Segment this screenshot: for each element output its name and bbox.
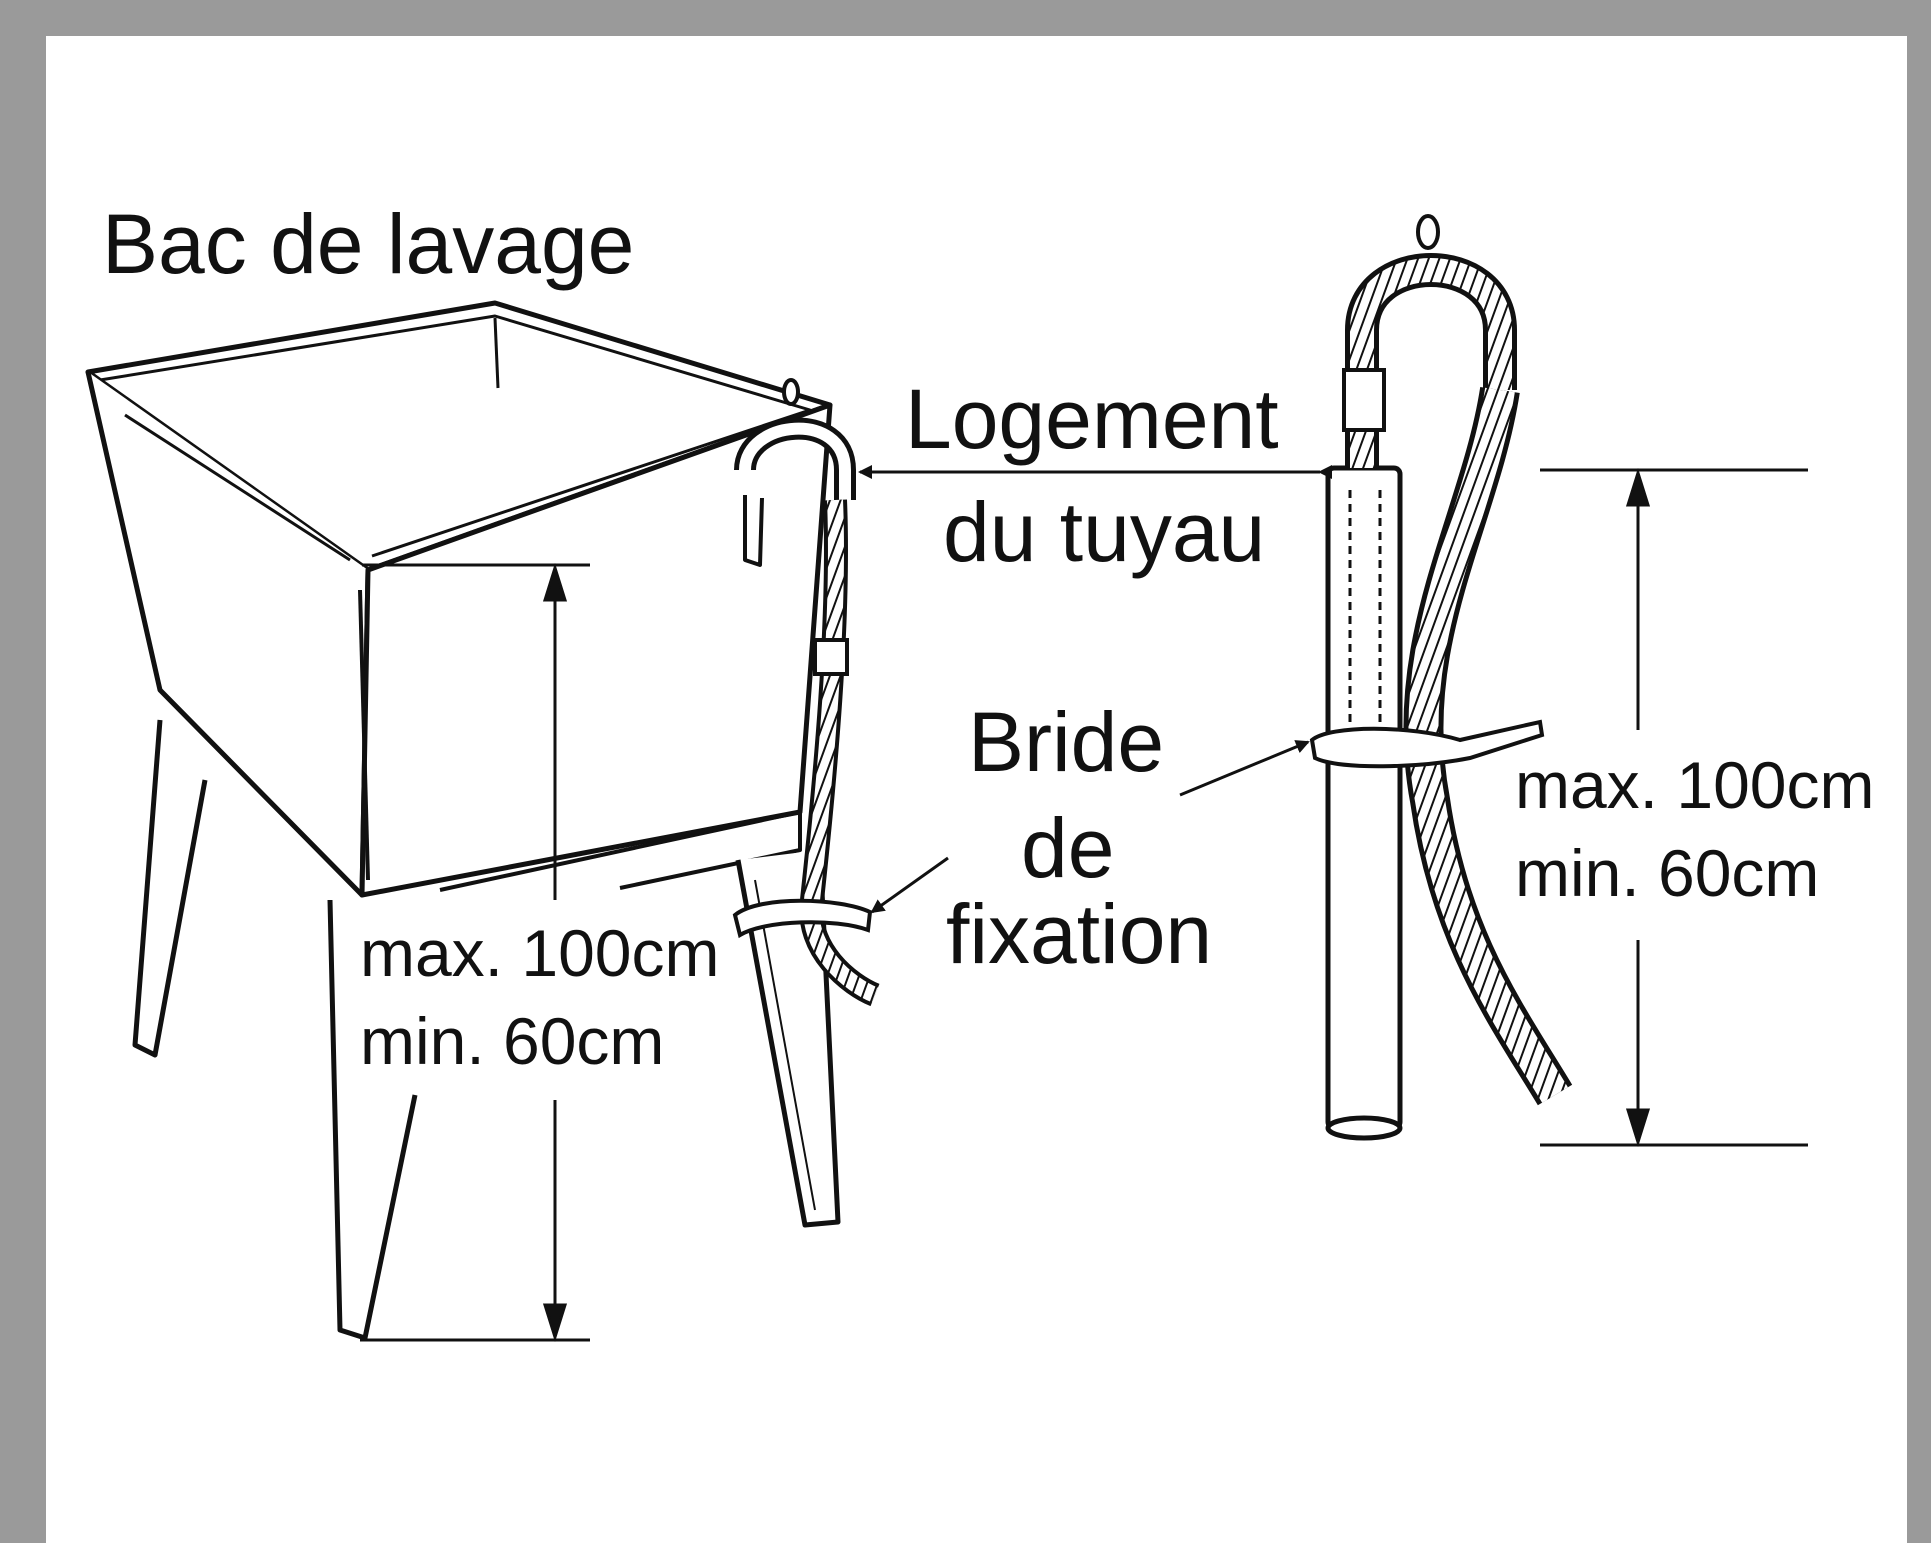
tub-label: Bac de lavage bbox=[102, 197, 635, 291]
dimension-arrow-icon bbox=[360, 467, 1808, 1343]
standpipe-icon bbox=[1325, 465, 1403, 1141]
hose-hook-icon bbox=[1342, 214, 1573, 1106]
left-max-height-label: max. 100cm bbox=[360, 916, 720, 990]
washing-tub-icon bbox=[85, 300, 856, 1341]
clamp-label-line2: de bbox=[1021, 801, 1115, 895]
left-min-height-label: min. 60cm bbox=[360, 1004, 665, 1078]
right-max-height-label: max. 100cm bbox=[1515, 748, 1875, 822]
cable-tie-icon bbox=[732, 898, 873, 939]
left-drain-hose bbox=[799, 499, 880, 1007]
cable-tie-icon bbox=[1309, 719, 1545, 769]
hose-housing-label-line1: Logement bbox=[905, 372, 1279, 466]
clamp-label-line3: fixation bbox=[946, 887, 1213, 981]
clamp-label-line1: Bride bbox=[968, 695, 1165, 789]
right-min-height-label: min. 60cm bbox=[1515, 836, 1820, 910]
hose-housing-label-line2: du tuyau bbox=[943, 485, 1266, 579]
leader-lines bbox=[858, 465, 1332, 914]
